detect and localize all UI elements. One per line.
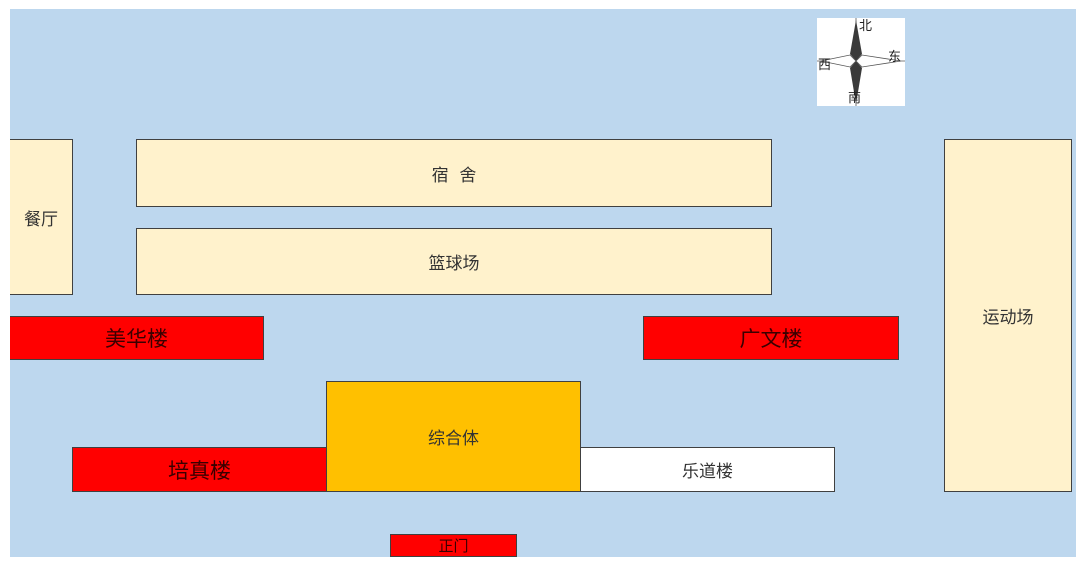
compass-rose: 北 南 东 西 — [817, 18, 905, 106]
building-sports-field-label: 运动场 — [982, 308, 1034, 328]
main-gate-label: 正门 — [438, 537, 469, 555]
building-basketball-court[interactable]: 篮球场 — [136, 228, 772, 295]
building-sports-field[interactable]: 运动场 — [944, 139, 1072, 492]
compass-west-label: 西 — [818, 58, 832, 73]
building-dorm[interactable]: 宿 舍 — [136, 139, 772, 207]
building-dorm-label: 宿 舍 — [431, 165, 477, 186]
building-guangwen-label: 广文楼 — [739, 327, 803, 351]
building-peizhen-label: 培真楼 — [168, 458, 231, 483]
building-ledao[interactable]: 乐道楼 — [580, 447, 835, 492]
main-gate[interactable]: 正门 — [390, 534, 517, 557]
compass-east-label: 东 — [888, 50, 902, 65]
building-complex[interactable]: 综合体 — [326, 381, 581, 492]
building-basketball-court-label: 篮球场 — [428, 254, 480, 274]
compass-north-label: 北 — [859, 19, 873, 34]
building-ledao-label: 乐道楼 — [682, 462, 733, 482]
building-canteen-label: 餐厅 — [24, 209, 58, 230]
building-peizhen[interactable]: 培真楼 — [72, 447, 327, 492]
building-canteen[interactable]: 餐厅 — [10, 139, 73, 295]
building-meihua[interactable]: 美华楼 — [10, 316, 264, 360]
campus-map: 宿 舍 篮球场 餐厅 运动场 美华楼 广文楼 综合体 培真楼 乐道楼 正门 — [10, 9, 1076, 557]
building-meihua-label: 美华楼 — [105, 327, 168, 351]
compass-south-label: 南 — [848, 91, 862, 106]
building-complex-label: 综合体 — [428, 429, 479, 449]
compass-star-icon — [817, 18, 905, 106]
building-guangwen[interactable]: 广文楼 — [643, 316, 899, 360]
